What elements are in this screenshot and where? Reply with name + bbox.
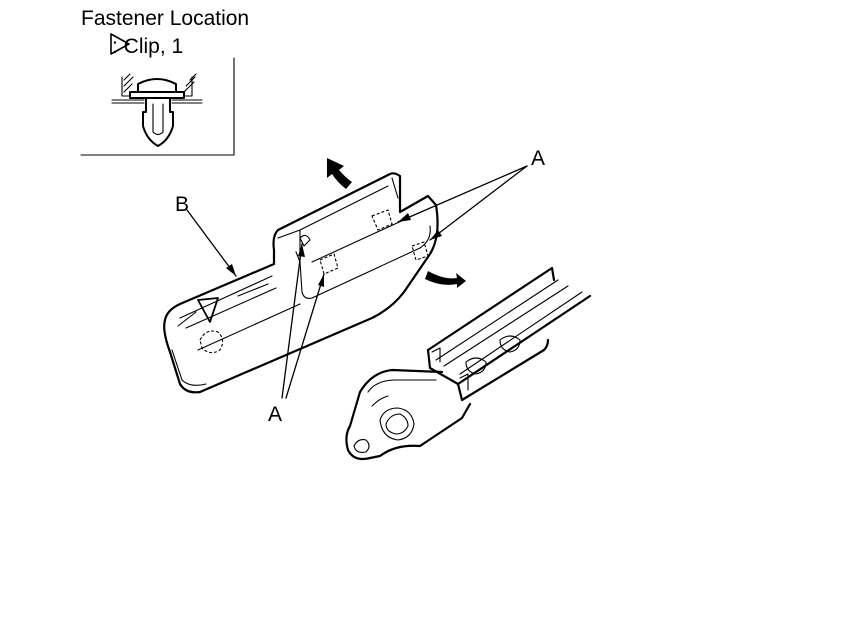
legend-triangle-icon bbox=[110, 33, 130, 55]
seat-rail bbox=[345, 266, 592, 461]
removal-arrow-right-icon bbox=[425, 271, 466, 288]
trim-cover-b bbox=[163, 172, 439, 394]
legend-frame bbox=[80, 57, 235, 156]
callout-label-b: B bbox=[175, 193, 190, 216]
clip-detail-icon bbox=[111, 73, 203, 147]
callout-label-a-bottom: A bbox=[268, 403, 283, 426]
legend-clip-label: : Clip, 1 bbox=[112, 35, 184, 58]
legend-title: Fastener Location bbox=[81, 7, 250, 30]
removal-arrow-up-icon bbox=[327, 158, 352, 189]
callout-leaders bbox=[186, 165, 528, 399]
callout-label-a-top: A bbox=[531, 147, 546, 170]
